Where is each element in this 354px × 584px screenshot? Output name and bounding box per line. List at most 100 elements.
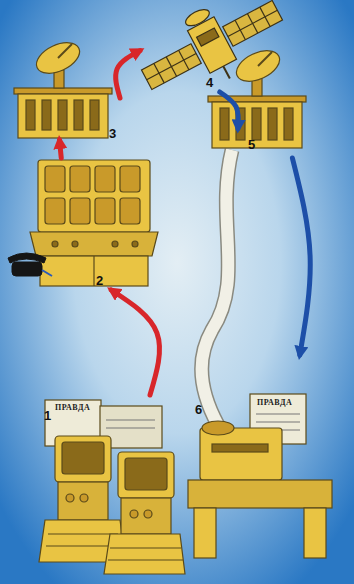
control-console-part (112, 241, 118, 247)
computer-terminals-part (110, 547, 181, 548)
ground-station-part (90, 100, 99, 130)
ground-station-part (14, 88, 112, 94)
flow-arrow (220, 92, 239, 129)
satellite-part (147, 53, 196, 79)
control-console-part (70, 166, 90, 192)
ground-station-part (58, 44, 72, 58)
ground-station-part (74, 100, 83, 130)
ground-station-part (258, 52, 272, 66)
callout-target: 4 (140, 0, 285, 92)
callout-number: 6 (195, 403, 202, 417)
callout-number: 5 (248, 138, 255, 152)
callout-target: 6 (175, 355, 335, 565)
satellite-part (141, 44, 201, 90)
callout-target: 2 (30, 158, 155, 290)
control-console-part (95, 166, 115, 192)
control-console-part (38, 160, 150, 232)
ground-station-part (32, 36, 85, 79)
callout-target: 1 (30, 395, 180, 570)
printer (188, 394, 332, 558)
computer-terminals-part (144, 510, 152, 518)
flow-arrow (111, 290, 159, 395)
satellite-part (223, 66, 230, 78)
control-console-part (70, 198, 90, 224)
computer-terminals-part (106, 419, 155, 420)
flow-arrow (292, 158, 310, 355)
control-console-part (93, 256, 94, 286)
flow-arrow (116, 51, 140, 98)
ground-station-part (236, 108, 245, 140)
telephone (8, 253, 52, 276)
callout-number: 4 (206, 76, 213, 90)
flow-arrow (60, 140, 62, 158)
computer-terminals (39, 400, 185, 574)
printer-part (304, 508, 326, 558)
computer-terminals-part (66, 494, 74, 502)
computer-terminals-part (58, 482, 108, 520)
telephone-part (12, 262, 42, 276)
ground-station-part (212, 102, 302, 148)
ground-station-part (284, 108, 293, 140)
control-console (30, 160, 158, 286)
computer-terminals-part (80, 494, 88, 502)
callout-target: 5 (238, 60, 302, 158)
satellite-part (228, 10, 277, 36)
computer-terminals-part (104, 534, 185, 574)
computer-terminals-part (118, 452, 174, 498)
callout-number: 2 (96, 274, 103, 288)
ground-station-part (26, 100, 35, 130)
control-console-part (120, 198, 140, 224)
satellite (129, 0, 295, 113)
masthead-text: ПРАВДА (55, 403, 90, 412)
masthead-text: ПРАВДА (257, 398, 292, 407)
control-console-part (45, 198, 65, 224)
computer-terminals-part (130, 510, 138, 518)
satellite-part (183, 6, 212, 29)
control-console-part (95, 198, 115, 224)
paper-tape-part (202, 150, 232, 425)
computer-terminals-part (121, 498, 171, 534)
ground-station-part (58, 100, 67, 130)
printer-part (200, 428, 282, 480)
printer-part (202, 421, 234, 435)
computer-terminals-part (108, 559, 183, 560)
ground-station-part (220, 108, 229, 140)
ground-station-part (268, 108, 277, 140)
printer-part (194, 508, 216, 558)
computer-terminals-part (106, 427, 155, 428)
computer-terminals-part (125, 458, 167, 490)
printer-part (256, 421, 300, 422)
printer-part (212, 444, 268, 452)
control-console-part (45, 166, 65, 192)
control-console-part (72, 241, 78, 247)
paper-tape (202, 150, 232, 425)
control-console-part (120, 166, 140, 192)
printer-part (256, 413, 300, 414)
telephone-part (42, 270, 52, 276)
telephone-part (8, 253, 46, 263)
printer-part (188, 480, 332, 508)
ground-station-part (42, 100, 51, 130)
control-console-part (132, 241, 138, 247)
ground-station-part (252, 108, 261, 140)
callout-number: 1 (44, 409, 51, 423)
computer-terminals-part (48, 533, 118, 534)
satellite-part (197, 28, 219, 46)
callout-number: 3 (109, 127, 116, 141)
control-console-part (52, 241, 58, 247)
paper-tape-part (202, 150, 232, 425)
callout-target: 3 (10, 35, 120, 140)
ground-station (14, 36, 112, 138)
computer-terminals-part (55, 436, 111, 482)
satellite-part (223, 1, 283, 47)
ground-station-part (18, 94, 108, 138)
control-console-part (30, 232, 158, 256)
ground-station-part (232, 44, 285, 87)
ground-station-part (208, 96, 306, 102)
control-console-part (40, 256, 148, 286)
computer-terminals-part (62, 442, 104, 474)
